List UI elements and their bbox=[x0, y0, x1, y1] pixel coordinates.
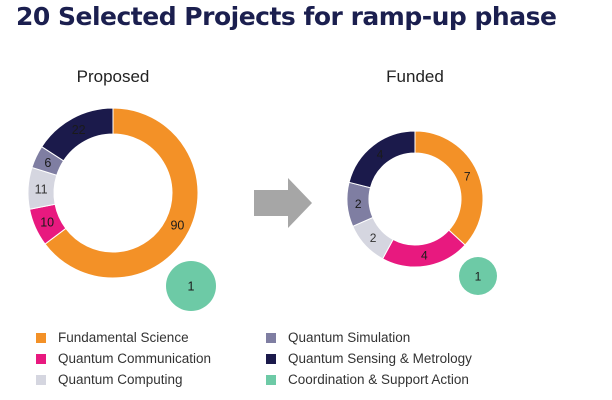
legend-item-quantum-computing: Quantum Computing bbox=[36, 372, 266, 387]
chart-title: Funded bbox=[386, 67, 444, 86]
data-label-quantum-sensing-and-metrology: 22 bbox=[72, 123, 86, 137]
legend-item-coordination-and-support-action: Coordination & Support Action bbox=[266, 372, 566, 387]
legend-label: Quantum Computing bbox=[58, 372, 183, 387]
legend-label: Quantum Communication bbox=[58, 351, 212, 366]
data-label-fundamental-science: 90 bbox=[170, 219, 184, 233]
data-label-quantum-computing: 2 bbox=[370, 231, 377, 245]
chart-title: Proposed bbox=[77, 67, 150, 86]
legend-label: Coordination & Support Action bbox=[288, 372, 469, 387]
legend-swatch bbox=[266, 374, 276, 385]
data-label-coordination-and-support-action: 1 bbox=[188, 280, 195, 294]
chart-funded: Funded 7 4 2 2 4 1 bbox=[346, 67, 497, 295]
legend-swatch bbox=[266, 353, 276, 364]
bubble-coordination-and-support-action bbox=[459, 257, 497, 295]
data-label-quantum-computing: 11 bbox=[35, 182, 48, 196]
data-label-coordination-and-support-action: 1 bbox=[475, 269, 482, 283]
data-label-quantum-communication: 4 bbox=[421, 249, 428, 263]
legend-swatch bbox=[36, 374, 46, 385]
slice-quantum-sensing-and-metrology bbox=[348, 130, 416, 189]
data-label-quantum-simulation: 6 bbox=[44, 156, 51, 170]
chart-proposed: Proposed 90 10 11 6 22 1 bbox=[27, 67, 216, 311]
legend-swatch bbox=[36, 332, 46, 343]
page-title: 20 Selected Projects for ramp-up phase bbox=[16, 2, 557, 31]
legend-label: Quantum Simulation bbox=[288, 330, 411, 345]
legend-item-quantum-communication: Quantum Communication bbox=[36, 351, 266, 366]
legend-label: Quantum Sensing & Metrology bbox=[288, 351, 472, 366]
arrow-right-icon bbox=[254, 178, 312, 228]
slice-quantum-sensing-and-metrology bbox=[41, 107, 114, 162]
bubble-coordination-and-support-action bbox=[166, 261, 216, 311]
legend-item-fundamental-science: Fundamental Science bbox=[36, 330, 266, 345]
slice-fundamental-science bbox=[414, 130, 484, 246]
slice-fundamental-science bbox=[44, 107, 199, 279]
data-label-fundamental-science: 7 bbox=[464, 169, 471, 183]
data-label-quantum-simulation: 2 bbox=[355, 197, 362, 211]
legend-item-quantum-simulation: Quantum Simulation bbox=[266, 330, 566, 345]
data-label-quantum-sensing-and-metrology: 4 bbox=[377, 147, 384, 161]
legend-label: Fundamental Science bbox=[58, 330, 189, 345]
legend-swatch bbox=[36, 353, 46, 364]
data-label-quantum-communication: 10 bbox=[40, 216, 54, 230]
legend-item-quantum-sensing-and-metrology: Quantum Sensing & Metrology bbox=[266, 351, 566, 366]
legend-swatch bbox=[266, 332, 276, 343]
